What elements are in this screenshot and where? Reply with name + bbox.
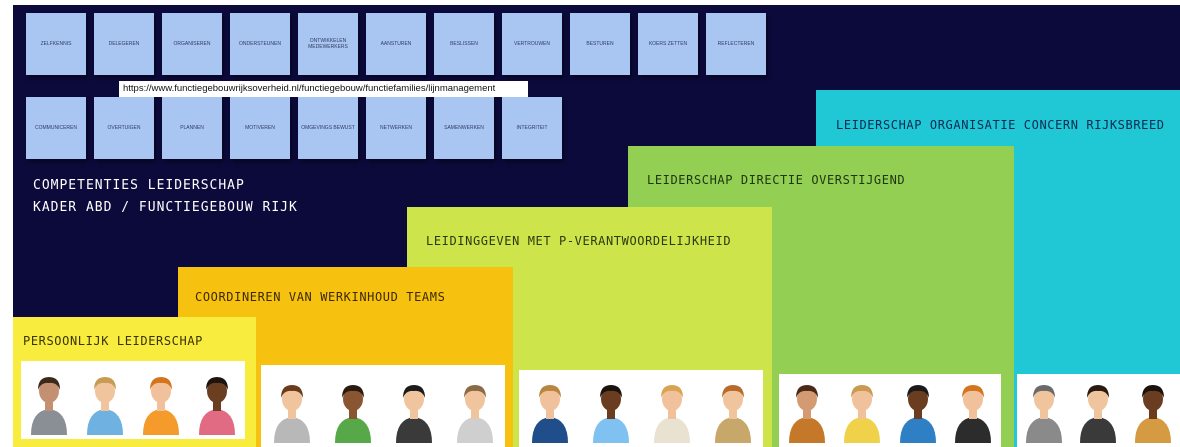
sticky-note-motiveren: MOTIVEREN [230,97,290,159]
person-illustration-1 [1022,377,1066,447]
person-illustration-3 [1131,377,1175,447]
person-illustration-1 [270,377,314,447]
photo-persoonlijk [21,361,245,439]
sticky-note-besturen: BESTUREN [570,13,630,75]
person-illustration-4 [711,377,755,447]
photo-p-verantwoordelijkheid [519,370,763,447]
person-illustration-3 [896,377,940,447]
person-illustration-2 [589,377,633,447]
person-illustration-3 [139,369,183,439]
sticky-note-organiseren: ORGANISEREN [162,13,222,75]
person-illustration-1 [528,377,572,447]
photo-concern [1017,374,1180,447]
sticky-note-ondersteunen: ONDERSTEUNEN [230,13,290,75]
sticky-note-beslissen: BESLISSEN [434,13,494,75]
person-illustration-2 [1076,377,1120,447]
person-illustration-4 [195,369,239,439]
step-label-persoonlijk: PERSOONLIJK LEIDERSCHAP [23,334,203,348]
sticky-note-ontwikkelen-medewerkers: ONTWIKKELEN MEDEWERKERS [298,13,358,75]
person-illustration-1 [27,369,71,439]
step-label-coordineren: COORDINEREN VAN WERKINHOUD TEAMS [195,290,446,304]
heading: COMPETENTIES LEIDERSCHAP KADER ABD / FUN… [33,175,298,219]
person-illustration-2 [83,369,127,439]
person-illustration-1 [785,377,829,447]
sticky-note-overtuigen: OVERTUIGEN [94,97,154,159]
step-label-p-verantwoordelijkheid: LEIDINGGEVEN MET P-VERANTWOORDELIJKHEID [426,234,732,248]
photo-directie [779,374,1001,447]
person-illustration-2 [331,377,375,447]
person-illustration-2 [840,377,884,447]
heading-line-2: KADER ABD / FUNCTIEGEBOUW RIJK [33,200,298,215]
sticky-note-integriteit: INTEGRITEIT [502,97,562,159]
sticky-note-reflecteren: REFLECTEREN [706,13,766,75]
sticky-note-delegeren: DELEGEREN [94,13,154,75]
heading-line-1: COMPETENTIES LEIDERSCHAP [33,178,245,193]
sticky-note-vertrouwen: VERTROUWEN [502,13,562,75]
url-tooltip: https://www.functiegebouwrijksoverheid.n… [119,81,528,97]
sticky-note-zelfkennis: ZELFKENNIS [26,13,86,75]
sticky-note-omgevings-bewust: OMGEVINGS BEWUST [298,97,358,159]
sticky-note-netwerken: NETWERKEN [366,97,426,159]
person-illustration-3 [392,377,436,447]
sticky-note-aansturen: AANSTUREN [366,13,426,75]
sticky-note-plannen: PLANNEN [162,97,222,159]
sticky-note-koers-zetten: KOERS ZETTEN [638,13,698,75]
sticky-note-samenwerken: SAMENWERKEN [434,97,494,159]
person-illustration-3 [650,377,694,447]
person-illustration-4 [951,377,995,447]
step-label-directie: LEIDERSCHAP DIRECTIE OVERSTIJGEND [647,173,906,187]
sticky-note-communiceren: COMMUNICEREN [26,97,86,159]
photo-coordineren [261,365,505,447]
person-illustration-4 [453,377,497,447]
step-label-concern: LEIDERSCHAP ORGANISATIE CONCERN RIJKSBRE… [836,118,1165,132]
